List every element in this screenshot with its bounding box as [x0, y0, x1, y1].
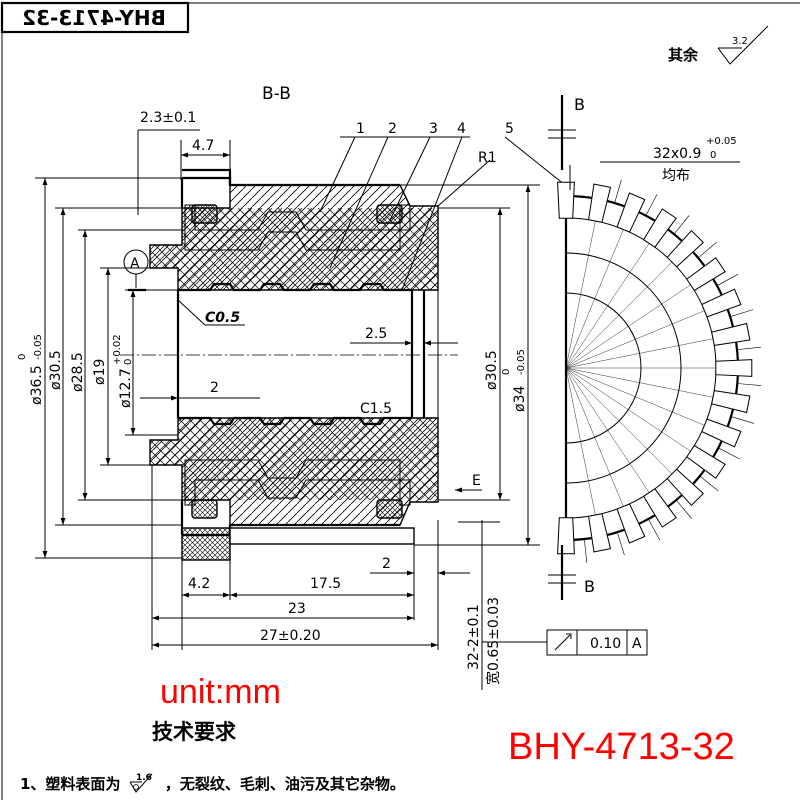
balloon-3: 3 [429, 121, 438, 137]
slot-tooth [666, 468, 705, 507]
geometric-tolerance-frame [482, 629, 648, 656]
roughness-label: 其余 [668, 46, 699, 64]
dim-dia-34-tol: 0 [501, 369, 512, 375]
dim-2-bottom: 2 [382, 556, 391, 572]
dim-4-7: 4.7 [192, 138, 214, 154]
requirements-title: 技术要求 [152, 720, 236, 744]
dim-slots-tol-bot: 0 [710, 150, 716, 161]
dimension-lines [35, 129, 566, 690]
slot-tooth [642, 208, 677, 248]
slot-tooth [701, 288, 742, 318]
section-label: B-B [262, 84, 291, 104]
seal-top-left [191, 204, 218, 224]
dim-dia-36-5-tol2: -0.05 [33, 334, 44, 360]
dim-32-2: 32-2±0.1 [466, 604, 482, 670]
dim-2-5: 2.5 [365, 326, 387, 342]
dim-dia-36-5: ø36.5 [29, 365, 45, 405]
requirement-prefix: 1、塑料表面为 [20, 775, 121, 793]
dim-dia-34-tol2: -0.05 [516, 349, 527, 375]
end-view [557, 179, 762, 563]
slot-tooth [557, 517, 575, 555]
dim-dia-12-7-tol2: 0 [123, 359, 134, 365]
dim-slots-even: 均布 [662, 168, 690, 184]
slot-tooth [588, 183, 612, 223]
balloon-4: 4 [457, 121, 466, 137]
seal-bottom-left [191, 499, 218, 519]
dim-c1-5: C1.5 [360, 401, 392, 417]
section-mark-bottom: B [584, 577, 595, 596]
dim-dia-34: ø34 [512, 386, 528, 412]
roughness-value: 3.2 [732, 36, 748, 47]
title-block: BHY-4713-32 [0, 1, 190, 34]
slot-tooth [557, 181, 575, 219]
slot-tooth [715, 359, 753, 377]
slot-tooth [588, 513, 612, 553]
svg-text:1.6: 1.6 [136, 773, 152, 783]
dim-r1: R1 [478, 150, 497, 166]
slot-tooth [686, 257, 726, 292]
datum-e-letter: E [472, 473, 481, 489]
dim-23: 23 [288, 601, 306, 617]
requirement-suffix: ，无裂纹、毛刺、油污及其它杂物。 [164, 775, 405, 793]
tolerance-value: 0.10 [590, 636, 621, 652]
balloon-5: 5 [505, 121, 514, 137]
dim-slots-tol-top: +0.05 [706, 136, 737, 147]
slot-tooth [711, 390, 751, 414]
section-view [120, 168, 458, 561]
dim-slots: 32x0.9 [653, 146, 701, 162]
unit-label: unit:mm [160, 673, 281, 711]
dim-dia-30-5-right: ø30.5 [484, 350, 500, 390]
roughness-symbol-icon: 1.6 [126, 772, 160, 794]
dim-2-3: 2.3±0.1 [140, 110, 196, 126]
slot-tooth [686, 444, 726, 479]
section-mark-top: B [574, 95, 585, 114]
dim-dia-19: ø19 [92, 359, 108, 385]
dim-dia-12-7-tol: +0.02 [112, 334, 123, 365]
slot-tooth [711, 322, 751, 346]
title-block-part-number: BHY-4713-32 [22, 6, 166, 30]
slot-tooth [616, 192, 646, 233]
dim-dia-30-5-left: ø30.5 [48, 350, 64, 390]
dim-4-2: 4.2 [188, 576, 210, 592]
seal-top-right [376, 204, 403, 224]
dim-width: 宽0.65±0.03 [485, 597, 502, 685]
balloon-2: 2 [388, 121, 397, 137]
tolerance-datum: A [632, 636, 642, 652]
datum-a-letter: A [130, 256, 140, 272]
dim-dia-12-7: ø12.7 [118, 368, 134, 408]
requirement-item-1: 1、塑料表面为 1.6 ，无裂纹、毛刺、油污及其它杂物。 [20, 772, 405, 794]
dim-dia-36-5-tol: 0 [17, 354, 28, 360]
seal-bottom-right [376, 499, 403, 519]
slot-tooth [616, 503, 646, 544]
dim-dia-28-5: ø28.5 [70, 352, 86, 392]
slot-tooth [642, 488, 677, 528]
part-number-label: BHY-4713-32 [508, 726, 735, 768]
dim-17-5: 17.5 [310, 576, 341, 592]
balloon-1: 1 [356, 121, 365, 137]
slot-tooth [701, 418, 742, 448]
dimension-texts: 2.3±0.1 4.7 R1 C0.5 2.5 2 C1.5 ø36.5 0 -… [17, 95, 740, 685]
dim-c0-5: C0.5 [205, 310, 240, 326]
surface-roughness-note: 其余 3.2 [668, 25, 769, 65]
section-cut-markers [548, 95, 576, 600]
dim-27: 27±0.20 [260, 628, 321, 644]
slot-tooth [666, 229, 705, 268]
dim-2-inner: 2 [210, 380, 219, 396]
runout-icon [554, 633, 572, 651]
roughness-symbol-icon [717, 25, 769, 65]
